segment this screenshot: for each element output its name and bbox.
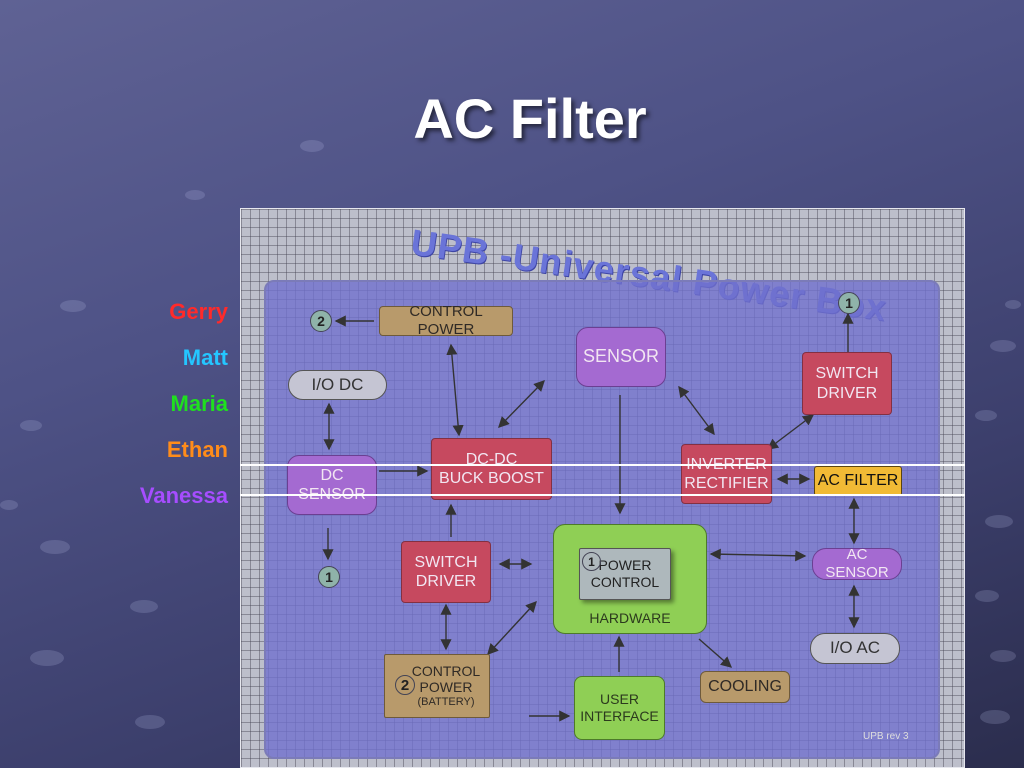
dc-dc-line2: BUCK BOOST (439, 470, 544, 487)
arrow-hardware-cooling (698, 638, 733, 668)
arrow-controlpower-dcdc (446, 343, 464, 437)
slide-title: AC Filter (413, 87, 647, 150)
sensor-block: SENSOR (576, 327, 666, 387)
ac-sensor-block: AC SENSOR (812, 546, 902, 581)
switch-driver-left-line1: SWITCH (414, 553, 478, 571)
connector-arrows (322, 312, 860, 722)
dc-sensor-line1: DC (320, 466, 344, 484)
control-power-label: CONTROL POWER (409, 303, 483, 338)
marker-one-power-control: 1 (582, 552, 601, 571)
user-interface-line2: INTERFACE (580, 708, 659, 724)
team-list: Gerry Matt Maria Ethan Vanessa (100, 296, 228, 526)
io-ac-block: I/O AC (810, 633, 900, 664)
revision-label: UPB rev 3 (863, 731, 909, 742)
user-interface-line1: USER (600, 691, 639, 708)
power-control-line1: POWER (598, 557, 652, 574)
hardware-label: HARDWARE (589, 610, 671, 627)
arrow-dcdc-up (498, 379, 545, 429)
battery-label: (BATTERY) (417, 696, 475, 709)
io-dc-label: I/O DC (311, 374, 364, 394)
team-member-ethan: Ethan (166, 437, 228, 462)
control-power-battery-line2: POWER (419, 679, 473, 696)
cooling-label: COOLING (708, 678, 782, 696)
diagram-panel: UPB -Universal Power Box (240, 208, 965, 768)
marker-two-battery: 2 (395, 675, 415, 695)
highlight-line-top (240, 464, 965, 466)
marker-two-top: 2 (310, 310, 332, 332)
switch-driver-right-line2: DRIVER (816, 384, 878, 402)
arrow-controlpower-hardware (487, 600, 537, 656)
dc-dc-buck-boost-block: DC-DC BUCK BOOST (431, 438, 552, 500)
marker-one-left: 1 (318, 566, 340, 588)
team-member-maria: Maria (170, 391, 228, 416)
control-power-battery-line1: CONTROL (411, 662, 481, 679)
hardware-block: HARDWARE (553, 524, 707, 634)
highlight-line-bottom (240, 494, 965, 496)
power-control-line2: CONTROL (590, 574, 660, 590)
io-dc-block: I/O DC (288, 370, 387, 400)
arrow-switchdriver-inverter (766, 414, 815, 450)
arrow-hardware-acsensor (709, 548, 807, 562)
dc-dc-line1: DC-DC (465, 450, 518, 468)
team-member-matt: Matt (182, 345, 228, 370)
sensor-label: SENSOR (582, 346, 660, 367)
ac-sensor-label: AC SENSOR (825, 546, 889, 581)
switch-driver-left-block: SWITCH DRIVER (401, 541, 491, 603)
switch-driver-right-line1: SWITCH (815, 365, 879, 383)
team-member-gerry: Gerry (169, 299, 228, 324)
switch-driver-left-line2: DRIVER (415, 573, 477, 590)
marker-one-top-right: 1 (838, 292, 860, 314)
io-ac-label: I/O AC (829, 638, 881, 658)
arrow-sensor-inverter (678, 385, 715, 436)
team-member-vanessa: Vanessa (139, 483, 228, 508)
cooling-block: COOLING (700, 671, 790, 703)
ac-filter-label: AC FILTER (817, 472, 899, 490)
switch-driver-right-block: SWITCH DRIVER (802, 352, 892, 415)
ac-filter-block: AC FILTER (814, 466, 902, 496)
user-interface-block: USER INTERFACE (574, 676, 665, 740)
inverter-line2: RECTIFIER (684, 475, 769, 492)
control-power-block: CONTROL POWER (379, 303, 513, 338)
